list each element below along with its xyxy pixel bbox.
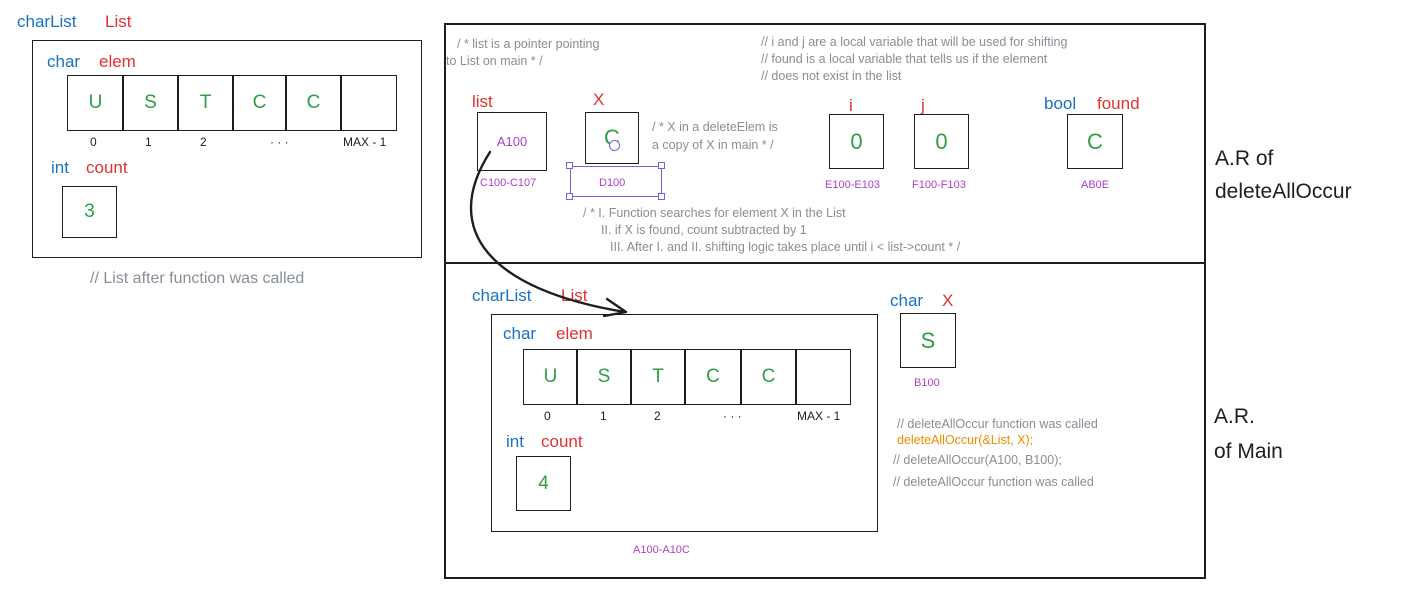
comment-call-addresses: // deleteAllOccur(A100, B100); (893, 453, 1062, 467)
list-pointer-label: list (472, 92, 493, 111)
main-list-struct-box (491, 314, 878, 532)
main-elem-cell: C (684, 349, 742, 405)
left-elem-type: char (47, 52, 81, 71)
found-address: AB0E (1081, 179, 1110, 191)
left-elem-cell: T (177, 75, 234, 131)
x-copy-label: X (593, 90, 605, 109)
main-index: 1 (600, 409, 607, 423)
main-frame-side-label: A.R. (1214, 405, 1255, 428)
left-list-struct-box (32, 40, 422, 258)
selection-handle (566, 162, 573, 169)
main-index: 2 (654, 409, 661, 423)
left-elem-cell: S (122, 75, 179, 131)
left-count-name: count (86, 158, 128, 177)
j-address: F100-F103 (912, 179, 966, 191)
rotation-handle (609, 140, 620, 151)
comment-logic: / * I. Function searches for element X i… (583, 206, 846, 220)
left-elem-name: elem (99, 52, 136, 71)
main-list-type: charList (472, 286, 532, 305)
comment-list-pointer: / * list is a pointer pointing (457, 37, 600, 51)
main-frame-side-label: of Main (1214, 440, 1283, 463)
main-elem-type: char (503, 324, 537, 343)
call-code: deleteAllOccur(&List, X); (897, 433, 1034, 447)
x-copy-address: D100 (599, 177, 626, 189)
main-index: 0 (544, 409, 551, 423)
comment-call: // deleteAllOccur function was called (897, 417, 1098, 431)
left-elem-cell: C (285, 75, 342, 131)
comment-x-copy: a copy of X in main * / (652, 138, 774, 152)
left-index: 2 (200, 135, 207, 149)
left-elem-cell: U (67, 75, 124, 131)
main-elem-cell (795, 349, 851, 405)
main-list-name: List (561, 286, 588, 305)
main-x-type: char (890, 291, 924, 310)
comment-local-vars: // i and j are a local variable that wil… (761, 35, 1068, 49)
main-x-name: X (942, 291, 954, 310)
list-pointer-cell: A100 (477, 112, 547, 171)
left-caption: // List after function was called (90, 270, 305, 287)
left-elem-cell (340, 75, 397, 131)
left-index: 0 (90, 135, 97, 149)
main-activation-record-frame (444, 262, 1206, 579)
i-address: E100-E103 (825, 179, 881, 191)
main-index: · · · (723, 409, 742, 423)
found-type: bool (1044, 94, 1077, 113)
comment-call: // deleteAllOccur function was called (893, 475, 1094, 489)
comment-local-vars: // found is a local variable that tells … (761, 52, 1048, 66)
main-elem-cell: S (576, 349, 632, 405)
i-label: i (849, 96, 853, 115)
selection-handle (658, 162, 665, 169)
selection-handle (566, 193, 573, 200)
j-label: j (921, 96, 925, 115)
delete-frame-side-label: deleteAllOccur (1215, 180, 1352, 203)
comment-logic: III. After I. and II. shifting logic tak… (610, 240, 961, 254)
main-elem-cell: T (630, 349, 686, 405)
list-pointer-address: C100-C107 (480, 177, 537, 189)
found-cell: C (1067, 114, 1123, 169)
comment-logic: II. if X is found, count subtracted by 1 (601, 223, 807, 237)
main-elem-name: elem (556, 324, 593, 343)
left-count-type: int (51, 158, 69, 177)
left-elem-cell: C (232, 75, 287, 131)
main-elem-cell: C (740, 349, 797, 405)
left-index: MAX - 1 (343, 135, 387, 149)
found-name: found (1097, 94, 1140, 113)
comment-local-vars: // does not exist in the list (761, 69, 902, 83)
left-index: · · · (270, 135, 289, 149)
left-index: 1 (145, 135, 152, 149)
delete-frame-side-label: A.R of (1215, 147, 1274, 170)
selection-handle (658, 193, 665, 200)
comment-list-pointer: to List on main * / (446, 54, 543, 68)
main-x-address: B100 (914, 377, 940, 389)
left-list-name: List (105, 12, 132, 31)
main-count-cell: 4 (516, 456, 571, 511)
j-cell: 0 (914, 114, 969, 169)
i-cell: 0 (829, 114, 884, 169)
main-count-name: count (541, 432, 583, 451)
main-list-address: A100-A10C (633, 544, 690, 556)
main-count-type: int (506, 432, 524, 451)
main-index: MAX - 1 (797, 409, 841, 423)
left-count-cell: 3 (62, 186, 117, 238)
main-elem-cell: U (523, 349, 578, 405)
comment-x-copy: / * X in a deleteElem is (652, 120, 778, 134)
selection-box (570, 166, 662, 197)
left-list-type: charList (17, 12, 77, 31)
main-x-cell: S (900, 313, 956, 368)
